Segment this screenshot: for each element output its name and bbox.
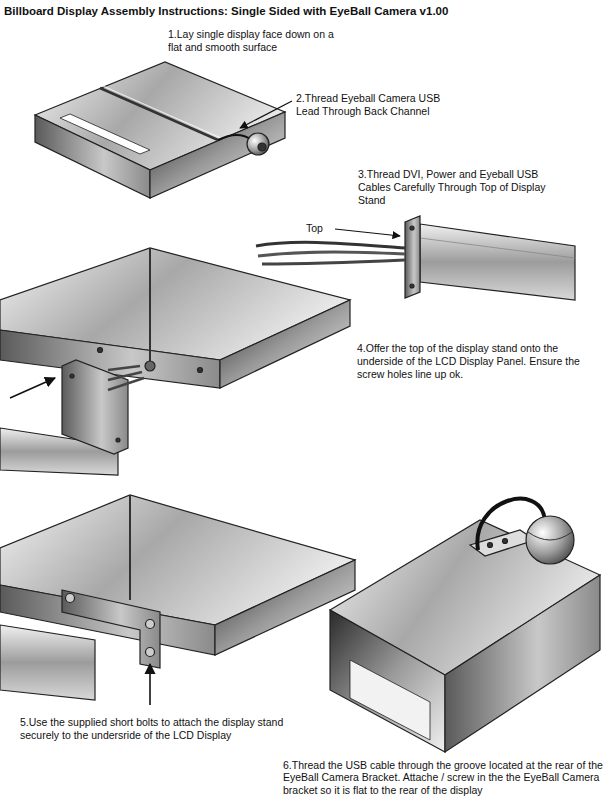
illustration-circle [146,620,155,629]
illustration-line [149,664,151,705]
step-instruction: 2.Thread Eyeball Camera USB Lead Through… [296,92,466,118]
illustration-polygon [330,610,445,752]
step-instruction: 5.Use the supplied short bolts to attach… [20,716,320,742]
illustration-path [218,135,252,140]
illustration-polygon [445,575,600,752]
illustration-circle [503,539,508,544]
illustration-polygon [220,300,350,388]
illustration-polygon [62,360,128,454]
display-face-down [35,62,292,198]
illustration-line [108,366,140,370]
illustration-line [10,378,55,398]
illustration-path [262,260,405,264]
step-instruction: 3.Thread DVI, Power and Eyeball USB Cabl… [358,168,573,206]
illustration-line [149,248,151,370]
illustration-circle [66,594,75,603]
part-label: Top [306,222,323,235]
diagram-title: Billboard Display Assembly Instructions:… [4,4,448,18]
illustration-polygon [0,625,95,700]
illustration-line [100,88,218,140]
illustration-circle [488,543,493,548]
illustration-circle [116,438,120,442]
illustration-circle [258,143,266,151]
illustration-line [129,495,131,600]
illustration-polygon [60,114,150,154]
illustration-polygon [350,660,430,740]
illustration-line [108,378,144,390]
illustration-circle [98,348,103,353]
illustration-line [108,372,142,380]
illustration-path [258,252,405,256]
illustration-circle [145,361,155,371]
illustration-path [528,532,572,540]
step-instruction: 4.Offer the top of the display stand ont… [357,342,582,380]
camera-on-display [330,499,600,752]
illustration-circle [410,226,414,230]
step-instruction: 6.Thread the USB cable through the groov… [283,759,605,797]
illustration-line [420,238,575,258]
illustration-circle [198,368,203,373]
illustration-polygon [0,330,220,388]
illustration-polygon [35,115,150,198]
illustration-circle [526,516,574,564]
illustration-line [335,229,400,236]
illustration-polygon [62,590,160,668]
illustration-circle [146,648,155,657]
illustration-line [103,86,221,138]
illustration-circle [410,284,414,288]
illustration-polygon [420,224,575,300]
illustration-line [240,101,292,128]
illustration-polygon [405,216,420,298]
step-instruction: 1.Lay single display face down on a flat… [168,28,343,54]
stand-bolted [0,495,355,705]
display-underside [0,248,350,475]
illustration-path [256,242,405,248]
illustration-polygon [150,112,285,198]
illustration-circle [70,374,74,378]
illustration-circle [247,133,269,155]
